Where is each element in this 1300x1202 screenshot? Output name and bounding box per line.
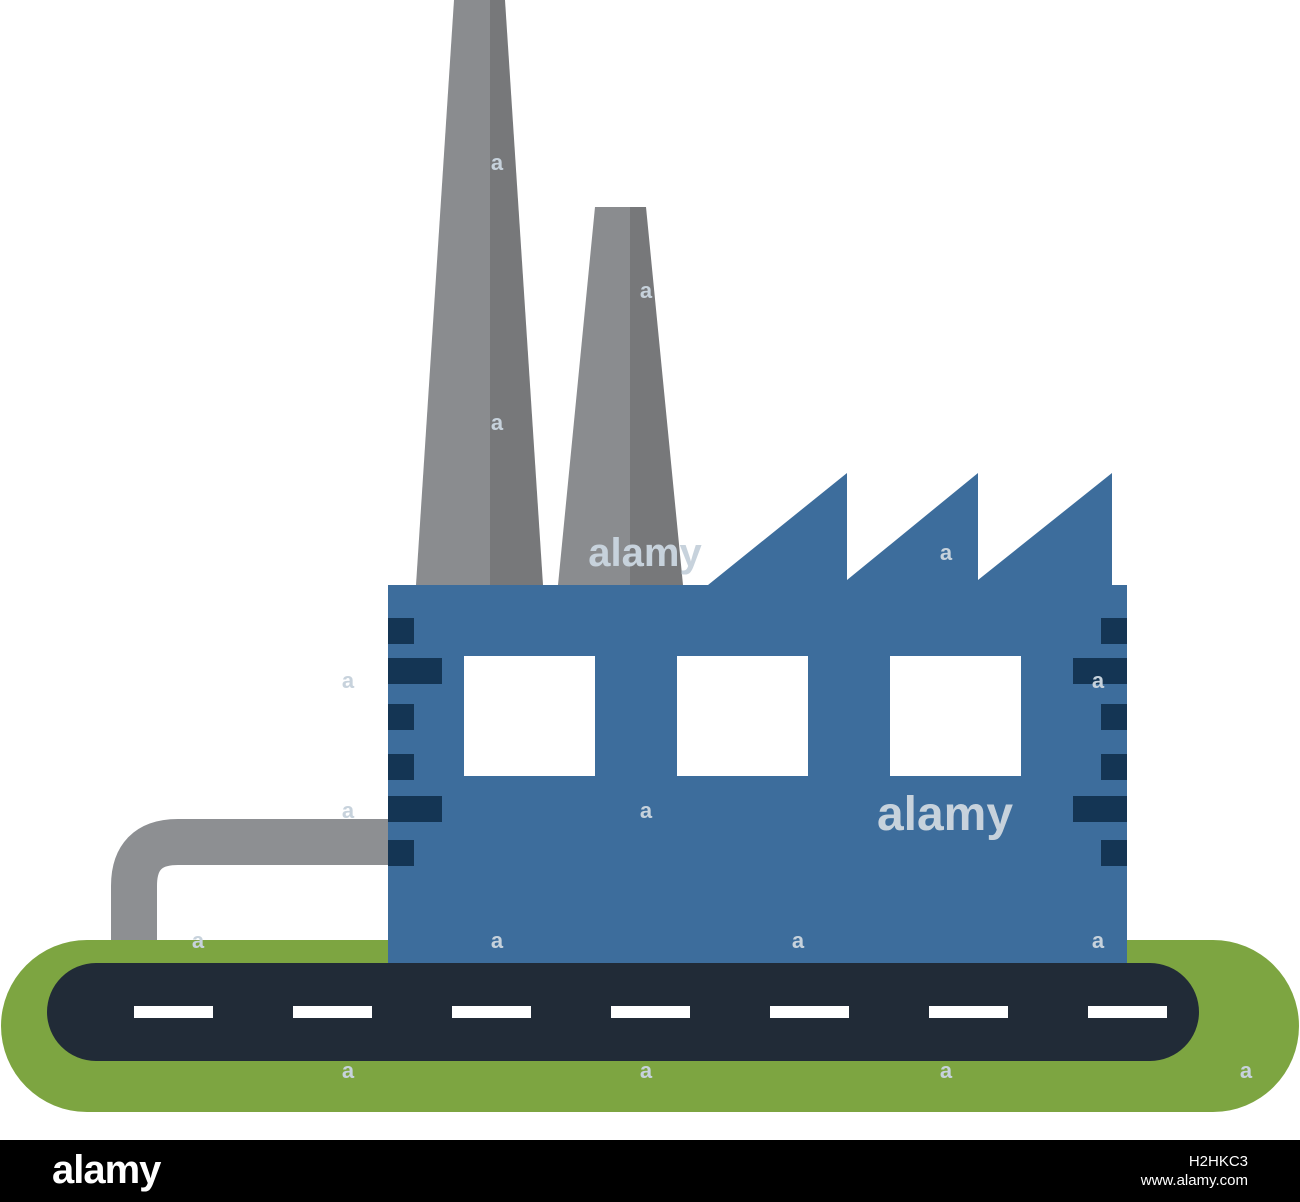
watermark: alamy alamy a a a a a a a a a a a a a a a a (192, 150, 1253, 1083)
factory-scene: alamy alamy a a a a a a a a a a a a a a a a (1, 0, 1299, 1112)
factory-window (890, 656, 1021, 776)
trim-block (1101, 704, 1127, 730)
watermark-letter: a (1092, 668, 1105, 693)
footer-image-id: H2HKC3 (1188, 1153, 1248, 1170)
watermark-letter: a (1240, 1058, 1253, 1083)
watermark-letter: a (792, 928, 805, 953)
lane-marking (134, 1006, 213, 1018)
building-trim-right (1073, 618, 1127, 866)
watermark-letter: a (640, 798, 653, 823)
pipe (111, 819, 388, 948)
watermark-letter: a (1092, 928, 1105, 953)
footer-site-url: www.alamy.com (1140, 1172, 1248, 1189)
watermark-letter: a (640, 1058, 653, 1083)
factory-window (677, 656, 808, 776)
trim-block (388, 754, 414, 780)
trim-block (388, 658, 442, 684)
lane-marking (293, 1006, 372, 1018)
factory-windows (464, 656, 1021, 776)
building-trim-left (388, 618, 442, 866)
trim-block (1073, 796, 1127, 822)
lane-marking (611, 1006, 690, 1018)
trim-block (388, 704, 414, 730)
trim-block (1101, 618, 1127, 644)
watermark-letter: a (940, 1058, 953, 1083)
watermark-letter: a (342, 668, 355, 693)
lane-marking (452, 1006, 531, 1018)
factory-window (464, 656, 595, 776)
lane-marking (929, 1006, 1008, 1018)
lane-marking (1088, 1006, 1167, 1018)
chimney-tall (416, 0, 543, 585)
watermark-text: alamy (588, 531, 702, 575)
watermark-letter: a (491, 928, 504, 953)
lane-marking (770, 1006, 849, 1018)
footer-meta: H2HKC3 www.alamy.com (1141, 1152, 1248, 1190)
watermark-letter: a (342, 798, 355, 823)
watermark-letter: a (491, 150, 504, 175)
trim-block (1101, 754, 1127, 780)
lane-markings (134, 1006, 1167, 1018)
trim-block (1073, 658, 1127, 684)
watermark-letter: a (940, 540, 953, 565)
footer-brand-logo: alamy (52, 1148, 161, 1192)
watermark-letter: a (491, 410, 504, 435)
trim-block (388, 796, 442, 822)
watermark-text: alamy (877, 788, 1013, 841)
watermark-letters: a a a a a a a a a a a a a a a a (192, 150, 1253, 1083)
watermark-letter: a (640, 278, 653, 303)
watermark-letter: a (192, 928, 205, 953)
footer-bar: alamy H2HKC3 www.alamy.com (0, 1140, 1300, 1202)
trim-block (1101, 840, 1127, 866)
watermark-letter: a (342, 1058, 355, 1083)
trim-block (388, 618, 414, 644)
trim-block (388, 840, 414, 866)
chimney-short (558, 207, 683, 585)
